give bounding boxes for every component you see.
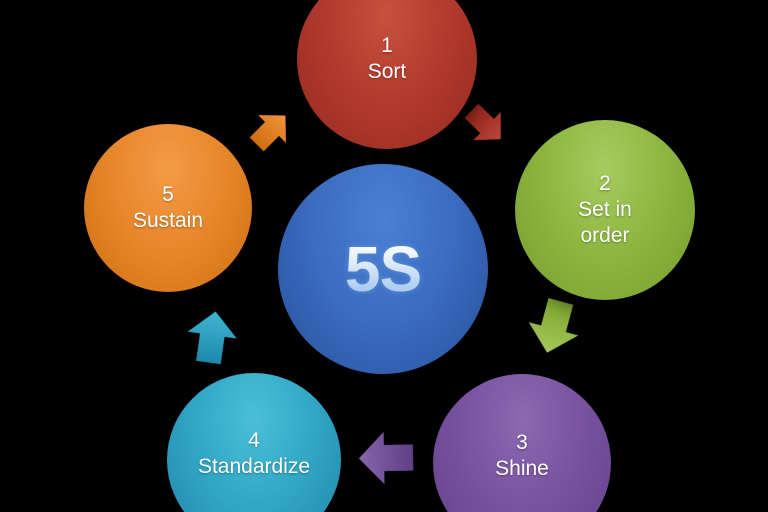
- step-2-number: 2: [599, 172, 611, 195]
- arrow-4-to-5-icon: [184, 308, 240, 366]
- arrow-5-to-1-icon: [243, 102, 300, 159]
- step-2-text: 2 Set in order: [557, 171, 653, 249]
- arrow-1-to-2-icon: [458, 97, 515, 154]
- arrow-2-to-3-icon: [522, 295, 585, 360]
- step-5-label: Sustain: [132, 209, 204, 232]
- step-1-text: 1 Sort: [368, 33, 407, 85]
- step-5-number: 5: [162, 183, 174, 206]
- step-5-text: 5 Sustain: [133, 182, 203, 234]
- step-4-text: 4 Standardize: [198, 428, 310, 492]
- circle-step-1-sort: 1 Sort: [297, 0, 477, 149]
- circle-step-3-shine: 3 Shine: [433, 374, 611, 512]
- step-2-label: Set in order: [578, 198, 632, 247]
- circle-step-2-set-in-order: 2 Set in order: [515, 120, 695, 300]
- center-label: 5S: [344, 233, 422, 305]
- circle-center-5s: 5S: [278, 164, 488, 374]
- step-1-label: Sort: [367, 60, 407, 83]
- step-3-number: 3: [516, 431, 528, 454]
- step-3-label: Shine: [495, 457, 549, 480]
- circle-step-5-sustain: 5 Sustain: [84, 124, 252, 292]
- arrow-3-to-4-icon: [358, 431, 414, 485]
- step-4-number: 4: [248, 429, 260, 452]
- step-3-text: 3 Shine: [495, 430, 549, 496]
- step-1-number: 1: [381, 34, 393, 57]
- step-4-label: Standardize: [197, 455, 311, 478]
- circle-step-4-standardize: 4 Standardize: [167, 373, 341, 512]
